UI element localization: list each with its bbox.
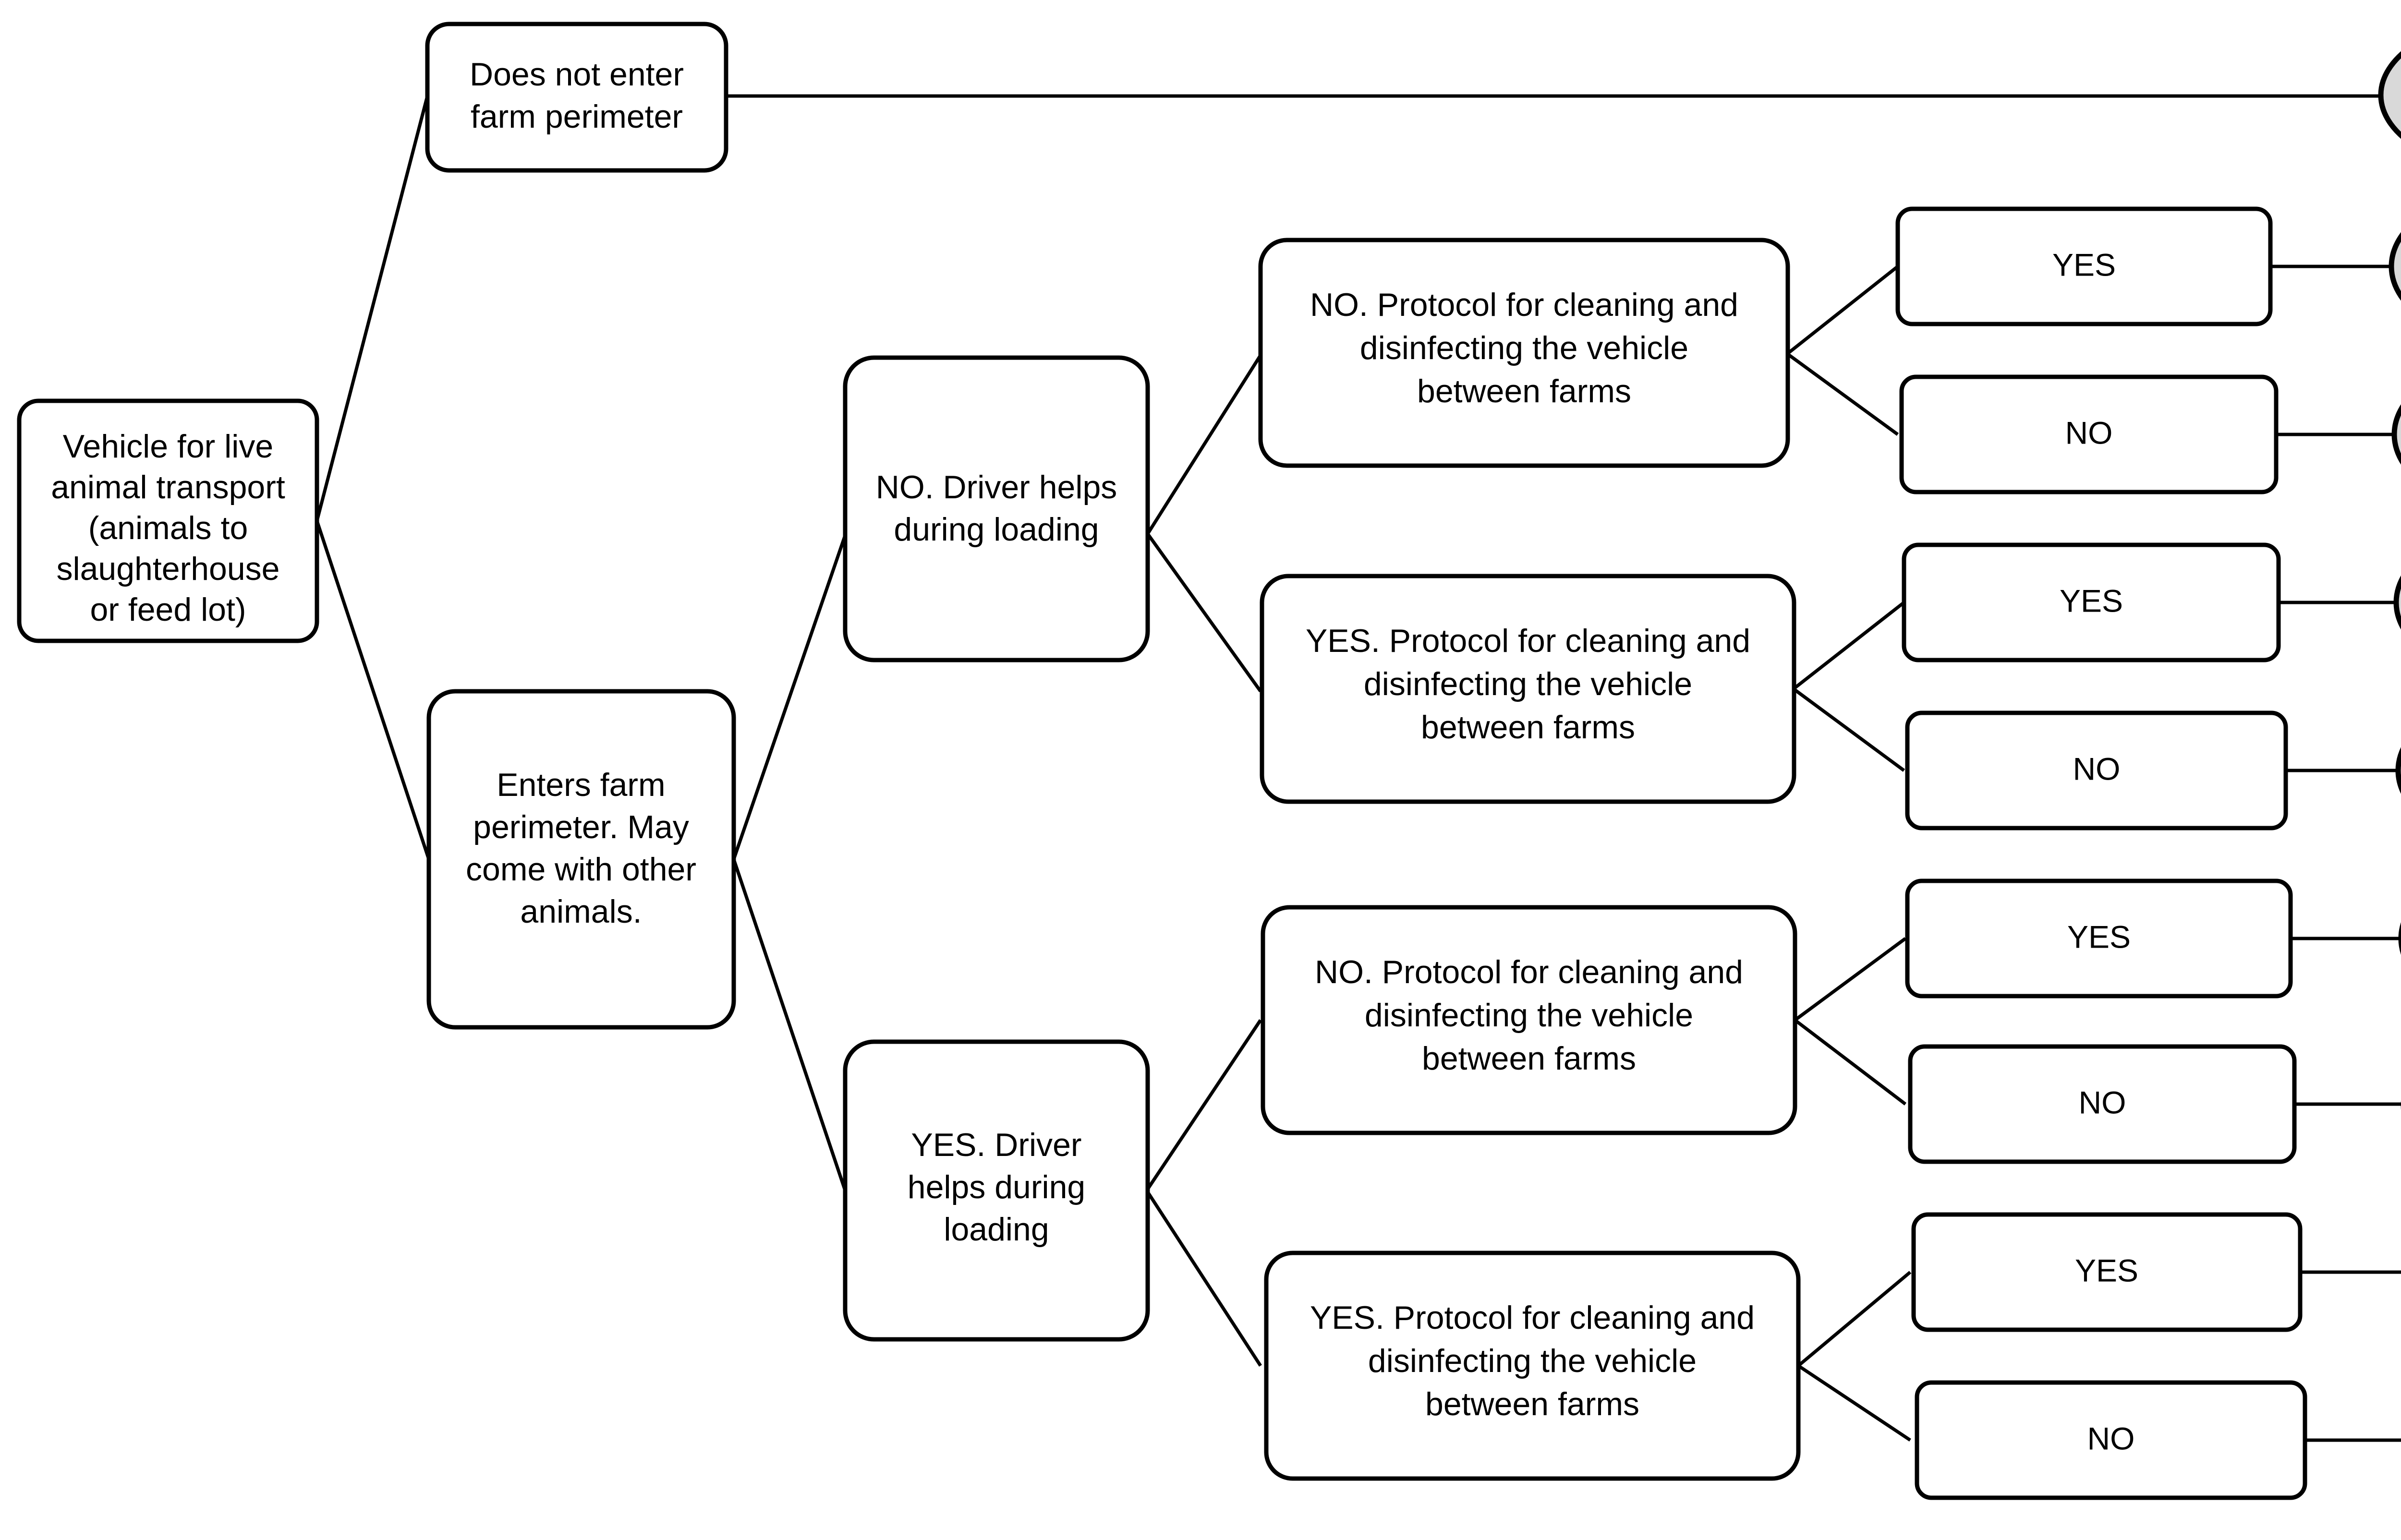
protocol-3-box[interactable]	[1261, 905, 1797, 1135]
node-outcome-E2[interactable]: E2	[2389, 186, 2401, 347]
protocol-3-line-2: disinfecting the vehicle	[1365, 997, 1693, 1034]
enters-farm-line-3: come with other	[466, 851, 696, 888]
node-answer-3[interactable]: YES	[1902, 542, 2281, 662]
edge-proto-2-to-no	[1792, 687, 1905, 772]
root-line-2: animal transport	[51, 469, 285, 505]
edge-proto-3-to-no	[1794, 1019, 1907, 1106]
edge-proto-4-to-yes	[1797, 1271, 1912, 1367]
protocol-4-line-2: disinfecting the vehicle	[1368, 1343, 1697, 1379]
node-answer-5[interactable]: YES	[1905, 878, 2293, 999]
node-enters-farm-perimeter[interactable]: Enters farm perimeter. May come with oth…	[426, 689, 736, 1030]
edge-driver-no-to-proto-1	[1146, 354, 1262, 535]
outcome-E5-ellipse[interactable]	[2395, 690, 2401, 851]
edge-driver-no-to-proto-2	[1146, 532, 1262, 693]
edge-proto-1-to-no	[1786, 352, 1899, 436]
protocol-2-line-3: between farms	[1421, 709, 1635, 746]
node-protocol-1[interactable]: NO. Protocol for cleaning and disinfecti…	[1258, 238, 1790, 468]
protocol-1-line-2: disinfecting the vehicle	[1360, 330, 1688, 366]
node-answer-4[interactable]: NO	[1905, 710, 2288, 830]
enters-farm-box[interactable]	[426, 689, 736, 1030]
edge-enters-to-driver-yes	[732, 858, 847, 1191]
does-not-enter-box[interactable]	[425, 22, 728, 173]
protocol-2-box[interactable]	[1260, 574, 1796, 804]
protocol-1-line-3: between farms	[1417, 373, 1631, 409]
answer-1-box[interactable]	[1895, 206, 2273, 326]
node-outcome-E4[interactable]: E4	[2393, 522, 2401, 683]
driver-helps-yes-box[interactable]	[843, 1039, 1150, 1342]
does-not-enter-line-2: farm perimeter	[471, 98, 683, 135]
edge-driver-yes-to-proto-4	[1145, 1190, 1262, 1367]
answer-6-label: NO	[2079, 1084, 2126, 1120]
driver-no-line-1: NO. Driver helps	[876, 469, 1117, 505]
driver-no-line-2: during loading	[894, 511, 1099, 548]
answer-8-label: NO	[2087, 1420, 2135, 1456]
driver-yes-line-1: YES. Driver	[911, 1127, 1081, 1163]
edge-proto-4-to-no	[1797, 1364, 1911, 1442]
answer-7-label: YES	[2075, 1252, 2138, 1288]
driver-yes-line-3: loading	[944, 1211, 1049, 1248]
answer-5-box[interactable]	[1905, 878, 2293, 999]
edge-driver-yes-to-proto-3	[1145, 1019, 1262, 1191]
edge-root-to-no-enter	[315, 96, 429, 521]
root-box[interactable]	[17, 398, 319, 643]
protocol-2-line-1: YES. Protocol for cleaning and	[1306, 623, 1750, 659]
edge-enters-to-driver-no	[732, 534, 847, 860]
outcome-E1-ellipse[interactable]	[2378, 17, 2401, 173]
root-line-4: slaughterhouse	[56, 551, 279, 587]
protocol-1-line-1: NO. Protocol for cleaning and	[1310, 287, 1738, 323]
answer-3-box[interactable]	[1902, 542, 2281, 662]
edge-proto-3-to-yes	[1794, 937, 1907, 1022]
does-not-enter-line-1: Does not enter	[470, 56, 684, 93]
node-protocol-3[interactable]: NO. Protocol for cleaning and disinfecti…	[1261, 905, 1797, 1135]
node-outcome-E3[interactable]: E3	[2391, 354, 2401, 515]
root-line-5: or feed lot)	[90, 591, 246, 628]
edge-proto-1-to-yes	[1786, 265, 1899, 355]
root-line-1: Vehicle for live	[63, 428, 273, 465]
root-line-3: (animals to	[88, 510, 248, 546]
node-protocol-4[interactable]: YES. Protocol for cleaning and disinfect…	[1264, 1251, 1801, 1481]
protocol-4-line-3: between farms	[1425, 1386, 1639, 1422]
node-driver-helps-no[interactable]: NO. Driver helps during loading	[843, 355, 1150, 662]
answer-2-box[interactable]	[1899, 374, 2279, 494]
driver-helps-no-box[interactable]	[843, 355, 1150, 662]
node-does-not-enter-farm-perimeter[interactable]: Does not enter farm perimeter	[425, 22, 728, 173]
edge-proto-2-to-yes	[1792, 601, 1905, 690]
answer-5-label: YES	[2067, 919, 2131, 954]
answer-6-box[interactable]	[1908, 1044, 2297, 1164]
node-outcome-E5[interactable]: E5	[2395, 690, 2401, 851]
edge-layer	[315, 94, 2401, 1442]
answer-7-box[interactable]	[1911, 1212, 2303, 1332]
node-driver-helps-yes[interactable]: YES. Driver helps during loading	[843, 1039, 1150, 1342]
outcome-E3-ellipse[interactable]	[2391, 354, 2401, 515]
protocol-2-line-2: disinfecting the vehicle	[1364, 666, 1692, 702]
answer-2-label: NO	[2065, 415, 2113, 450]
outcome-E2-ellipse[interactable]	[2389, 186, 2401, 347]
protocol-4-box[interactable]	[1264, 1251, 1801, 1481]
driver-yes-line-2: helps during	[908, 1169, 1085, 1205]
edge-root-to-enters	[315, 520, 431, 860]
answer-3-label: YES	[2060, 583, 2123, 618]
node-answer-6[interactable]: NO	[1908, 1044, 2297, 1164]
answer-4-label: NO	[2073, 751, 2121, 786]
node-outcome-E1[interactable]: E1	[2378, 17, 2401, 173]
node-answer-2[interactable]: NO	[1899, 374, 2279, 494]
answer-1-label: YES	[2052, 247, 2116, 282]
answer-4-box[interactable]	[1905, 710, 2288, 830]
outcome-E4-ellipse[interactable]	[2393, 522, 2401, 683]
enters-farm-line-1: Enters farm	[497, 767, 665, 803]
node-protocol-2[interactable]: YES. Protocol for cleaning and disinfect…	[1260, 574, 1796, 804]
enters-farm-line-2: perimeter. May	[473, 809, 689, 845]
protocol-3-line-1: NO. Protocol for cleaning and	[1315, 954, 1743, 990]
node-root[interactable]: Vehicle for live animal transport (anima…	[17, 398, 319, 643]
enters-farm-line-4: animals.	[520, 893, 642, 930]
node-answer-1[interactable]: YES	[1895, 206, 2273, 326]
protocol-4-line-1: YES. Protocol for cleaning and	[1310, 1299, 1755, 1336]
protocol-1-box[interactable]	[1258, 238, 1790, 468]
answer-8-box[interactable]	[1915, 1380, 2307, 1500]
node-answer-8[interactable]: NO	[1915, 1380, 2307, 1500]
protocol-3-line-3: between farms	[1422, 1040, 1636, 1077]
node-answer-7[interactable]: YES	[1911, 1212, 2303, 1332]
